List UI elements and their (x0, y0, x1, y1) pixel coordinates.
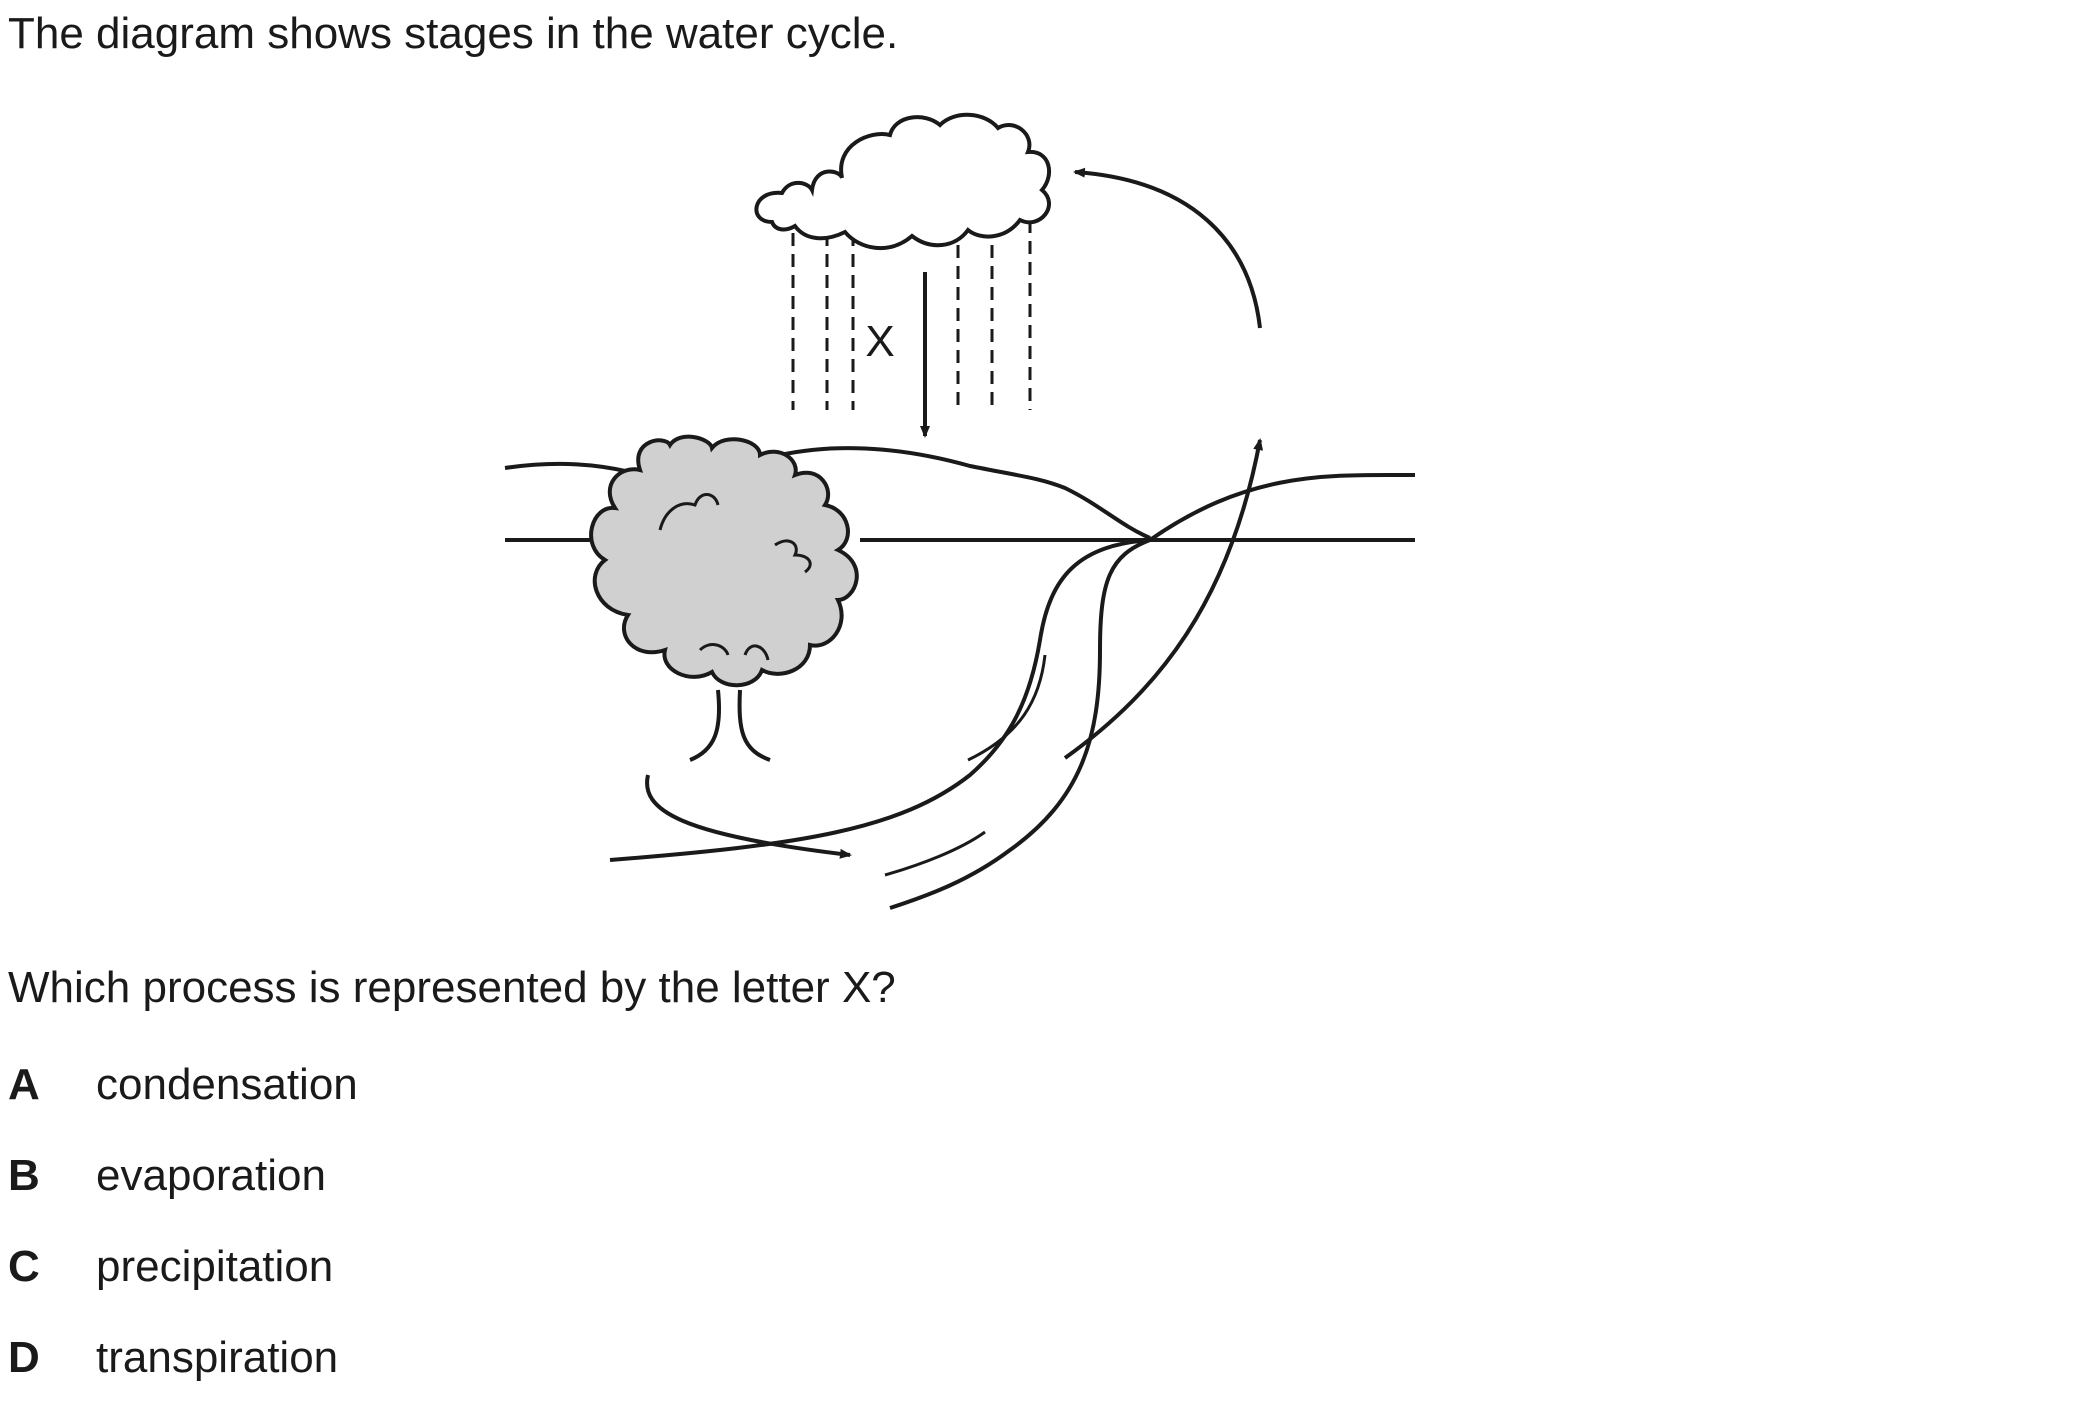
runoff-arrow (645, 774, 852, 859)
option-text: transpiration (96, 1333, 339, 1382)
option-letter: C (8, 1242, 40, 1291)
evaporation-arrow-lower (1063, 438, 1264, 760)
option-text: evaporation (96, 1151, 326, 1200)
option-a[interactable]: A condensation (8, 1057, 358, 1148)
answer-options: A condensation B evaporation C precipita… (8, 1057, 358, 1421)
river-flow-line (967, 654, 1047, 762)
label-x: X (865, 317, 894, 366)
option-letter: D (8, 1333, 40, 1382)
option-text: condensation (96, 1060, 358, 1109)
tree-trunk (689, 689, 771, 762)
question-text: Which process is represented by the lett… (8, 963, 896, 1012)
river-bank-inner (889, 538, 1151, 910)
option-b[interactable]: B evaporation (8, 1148, 358, 1239)
option-c[interactable]: C precipitation (8, 1239, 358, 1330)
river-flow-line (884, 830, 986, 877)
cloud (754, 112, 1052, 250)
tree (589, 434, 859, 762)
river-bank-inner-extension (1148, 472, 1416, 542)
hill-right (779, 446, 1151, 540)
water-cycle-diagram: X (504, 112, 1416, 910)
option-d[interactable]: D transpiration (8, 1330, 358, 1421)
tree-canopy (589, 434, 859, 688)
hill-left (504, 461, 631, 474)
tree-detail (698, 643, 770, 661)
option-letter: B (8, 1151, 40, 1200)
tree-detail (774, 539, 812, 574)
intro-text: The diagram shows stages in the water cy… (8, 9, 899, 58)
evaporation-arrow-upper (1073, 167, 1262, 329)
tree-detail (658, 493, 720, 531)
river-bank-outer (609, 538, 1151, 862)
rain-lines (791, 220, 1032, 410)
option-letter: A (8, 1060, 40, 1109)
option-text: precipitation (96, 1242, 334, 1291)
